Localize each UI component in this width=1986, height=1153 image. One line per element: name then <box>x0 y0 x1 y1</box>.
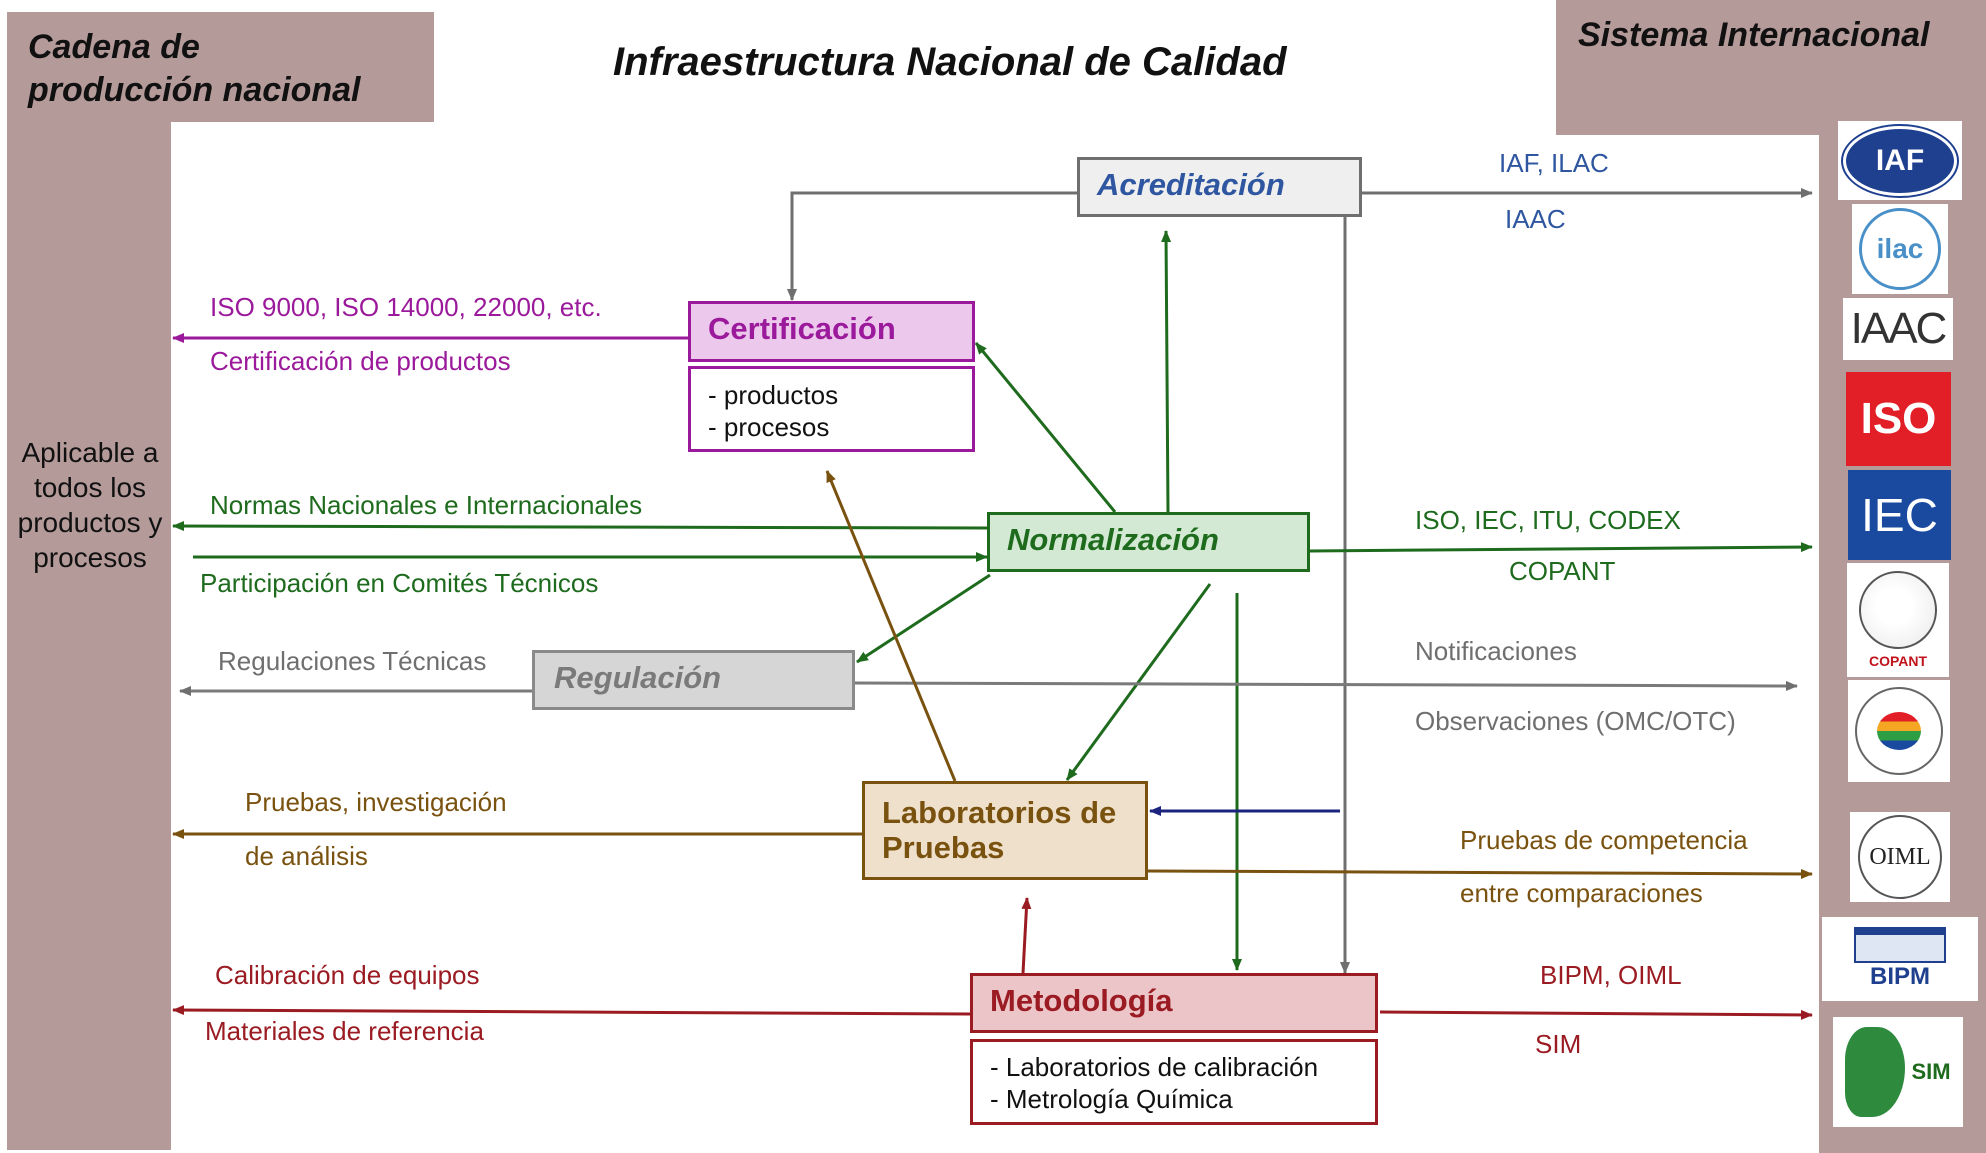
metodologia-box <box>970 973 1378 1033</box>
copant-logo: COPANT <box>1847 563 1949 677</box>
right-header-panel <box>1556 0 1986 135</box>
arrow-normalizacion-to-certificacion <box>974 342 1117 513</box>
iec-logo-text: IEC <box>1861 489 1938 541</box>
metodologia-detail-box <box>970 1039 1378 1125</box>
certificacion-item-1: - productos <box>708 380 839 410</box>
metodologia-title: Metodología <box>990 983 1173 1018</box>
certificacion-box <box>688 301 975 362</box>
left-side-line-4: procesos <box>33 542 147 573</box>
arrow-normalizacion-to-laboratorios <box>1065 583 1212 781</box>
iso-logo-text: ISO <box>1860 394 1937 443</box>
iaac-logo: IAAC <box>1843 298 1953 360</box>
ilac-logo: ilac <box>1852 204 1948 294</box>
wto-logo <box>1848 680 1950 782</box>
metodologia-item-2: - Metrología Química <box>990 1084 1233 1114</box>
label-normas: Normas Nacionales e Internacionales <box>210 490 643 520</box>
arrow-acreditacion-to-certificacion <box>787 191 1077 301</box>
normalizacion-title: Normalización <box>1007 522 1219 557</box>
oiml-globe-icon: OIML <box>1858 815 1942 899</box>
bipm-logo-text: BIPM <box>1870 963 1930 990</box>
arrow-laboratorios-to-international <box>1147 868 1813 879</box>
arrow-normalizacion-to-regulacion <box>856 573 991 664</box>
label-pruebas-inv: Pruebas, investigación <box>245 787 507 817</box>
label-iaac: IAAC <box>1505 204 1566 234</box>
sim-logo: SIM <box>1833 1017 1963 1127</box>
bipm-logo: BIPM <box>1822 917 1978 1001</box>
copant-logo-text: COPANT <box>1868 653 1928 669</box>
label-iso-9000: ISO 9000, ISO 14000, 22000, etc. <box>210 292 602 322</box>
laboratorios-title-line-2: Pruebas <box>882 830 1005 865</box>
iaac-logo-text: IAAC <box>1850 304 1948 353</box>
arrow-metodologia-to-international <box>1379 1009 1813 1020</box>
laboratorios-title: Laboratorios de Pruebas <box>882 795 1116 865</box>
acreditacion-box <box>1077 157 1362 217</box>
left-side-line-2: todos los <box>33 472 147 503</box>
label-copant: COPANT <box>1509 556 1616 586</box>
acreditacion-title: Acreditación <box>1097 167 1285 202</box>
regulacion-box <box>532 650 855 710</box>
arrow-laboratorios-to-certificacion <box>825 470 957 782</box>
left-header-line-2: producción nacional <box>28 71 361 109</box>
metodologia-items: - Laboratorios de calibración - Metrolog… <box>990 1051 1318 1115</box>
label-sim: SIM <box>1535 1029 1582 1059</box>
left-header: Cadena de producción nacional <box>28 26 360 112</box>
wto-swirl-icon <box>1877 712 1921 750</box>
label-calibracion: Calibración de equipos <box>215 960 480 990</box>
left-side-panel <box>7 122 171 1150</box>
label-iso-iec: ISO, IEC, ITU, CODEX <box>1415 505 1681 535</box>
certificacion-items: - productos - procesos <box>708 379 838 443</box>
oiml-logo-text: OIML <box>1869 843 1931 871</box>
label-comparaciones: entre comparaciones <box>1460 878 1703 908</box>
label-regulaciones: Regulaciones Técnicas <box>218 646 487 676</box>
certificacion-item-2: - procesos <box>708 412 830 442</box>
arrow-normalizacion-to-international <box>1309 542 1813 553</box>
right-header: Sistema Internacional <box>1578 16 1930 54</box>
iaf-logo: IAF <box>1838 121 1962 200</box>
label-participacion: Participación en Comités Técnicos <box>200 568 599 598</box>
metodologia-item-1: - Laboratorios de calibración <box>990 1052 1319 1082</box>
laboratorios-box <box>862 781 1148 880</box>
label-materiales: Materiales de referencia <box>205 1016 484 1046</box>
label-competencia: Pruebas de competencia <box>1460 825 1748 855</box>
label-observaciones: Observaciones (OMC/OTC) <box>1415 706 1736 736</box>
certificacion-title: Certificación <box>708 311 896 346</box>
left-side-line-3: productos y <box>17 507 163 538</box>
page-title: Infraestructura Nacional de Calidad <box>613 40 1287 84</box>
certificacion-detail-box <box>688 366 975 452</box>
left-side-line-1: Aplicable a <box>21 437 159 468</box>
iaf-logo-mark: IAF <box>1843 125 1957 196</box>
label-notificaciones: Notificaciones <box>1415 636 1577 666</box>
sim-logo-text: SIM <box>1911 1059 1951 1084</box>
ilac-logo-text: ilac <box>1876 233 1924 264</box>
iaf-logo-text: IAF <box>1875 143 1925 177</box>
left-header-panel <box>7 12 434 122</box>
arrow-regulacion-to-international <box>854 680 1798 691</box>
laboratorios-title-line-1: Laboratorios de <box>882 795 1117 830</box>
americas-map-icon <box>1845 1027 1906 1117</box>
arrow-normalizacion-to-acreditacion <box>1161 230 1172 513</box>
oiml-logo: OIML <box>1850 812 1950 902</box>
wto-globe-icon <box>1855 687 1943 775</box>
iso-logo: ISO <box>1846 372 1951 466</box>
bipm-building-icon <box>1854 927 1946 963</box>
label-bipm-oiml: BIPM, OIML <box>1540 960 1682 990</box>
arrow-normalizacion-to-chain <box>172 521 989 532</box>
label-cert-productos: Certificación de productos <box>210 346 511 376</box>
label-analisis: de análisis <box>245 841 368 871</box>
regulacion-title: Regulación <box>554 660 722 695</box>
iec-logo: IEC <box>1848 470 1951 560</box>
normalizacion-box <box>987 512 1310 572</box>
left-header-line-1: Cadena de <box>28 28 200 66</box>
arrow-metodologia-to-laboratorios <box>1021 897 1032 974</box>
copant-globe-icon <box>1859 571 1937 649</box>
left-side-text: Aplicable a todos los productos y proces… <box>12 435 168 575</box>
ilac-logo-mark: ilac <box>1859 208 1941 290</box>
arrow-metodologia-to-chain <box>172 1005 971 1016</box>
label-iaf-ilac: IAF, ILAC <box>1499 148 1609 178</box>
